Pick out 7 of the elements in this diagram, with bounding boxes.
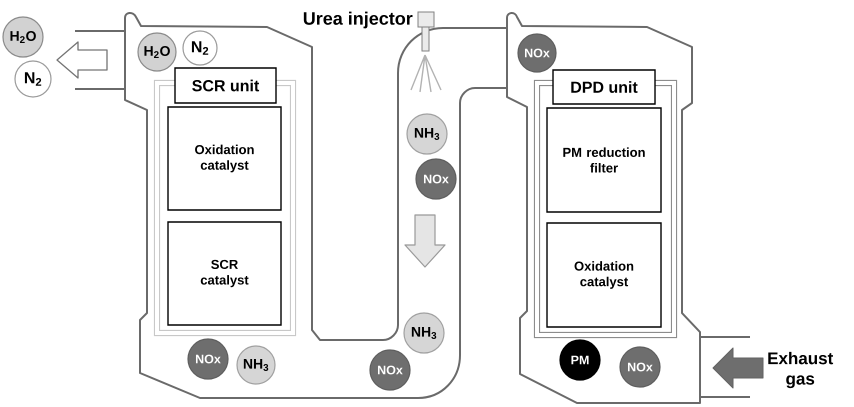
unit-label: DPD unit: [552, 69, 656, 105]
catalyst-box: SCR catalyst: [167, 221, 282, 326]
catalyst-box: Oxidation catalyst: [546, 222, 662, 328]
filter-box: PM reduction filter: [546, 107, 662, 213]
catalyst-box: Oxidation catalyst: [167, 106, 282, 211]
injector-label: Urea injector: [304, 12, 412, 28]
flow-label: Exhaust gas: [768, 352, 834, 388]
